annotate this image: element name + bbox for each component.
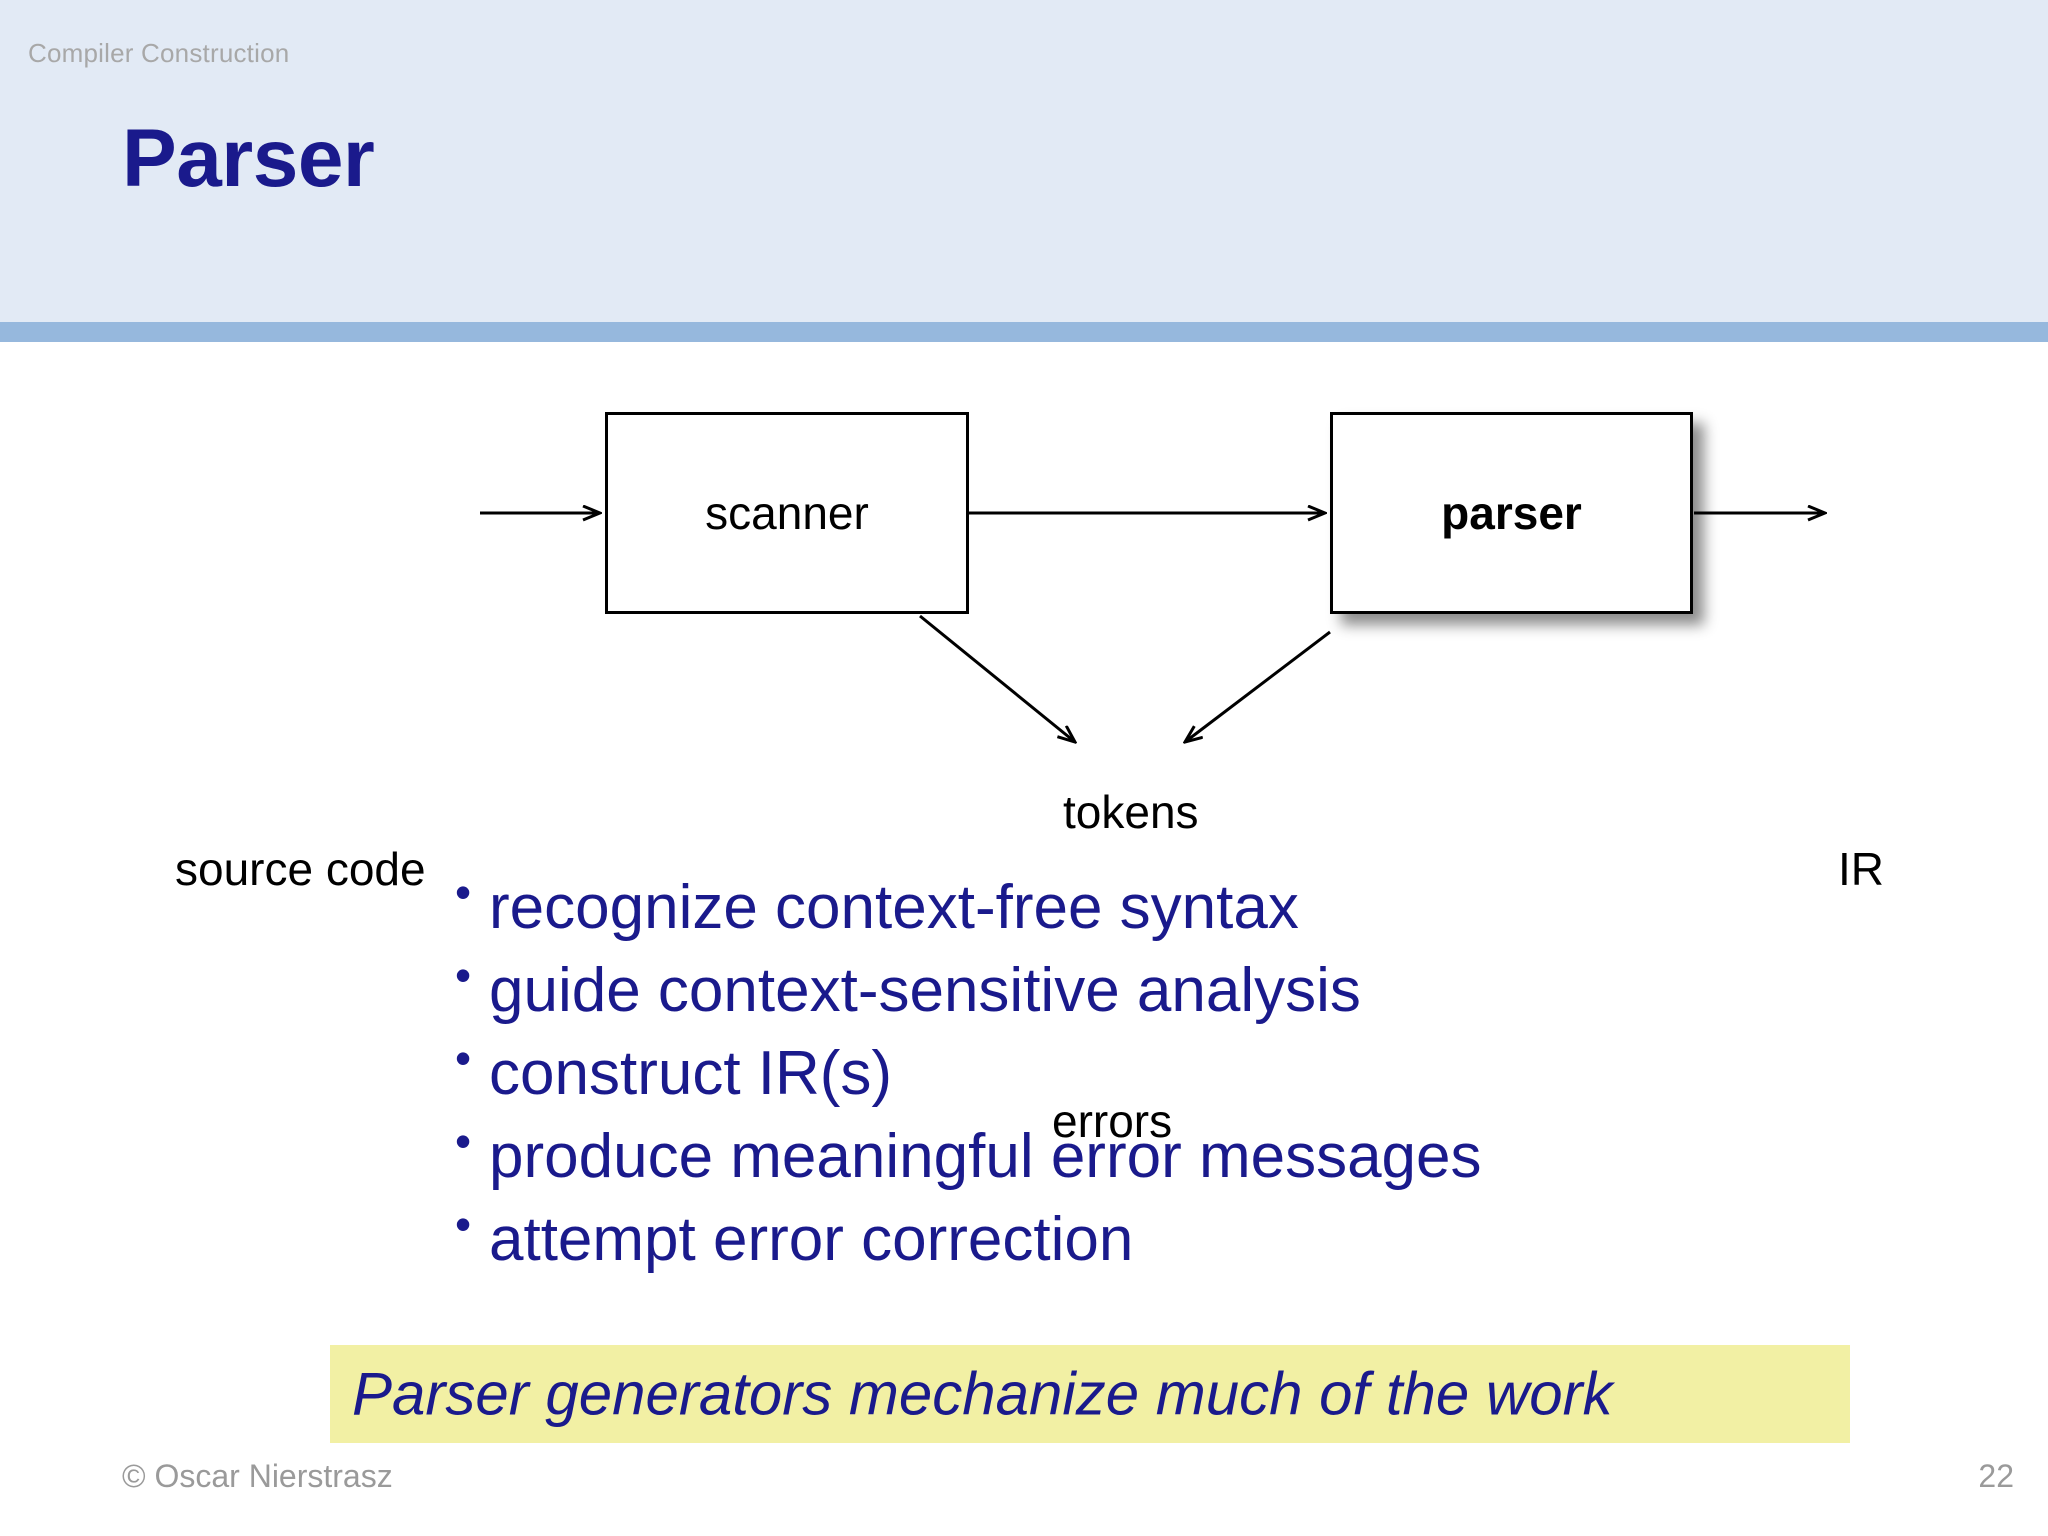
list-item: • produce meaningful error messages [455,1115,1855,1204]
header-separator-rule [0,322,2048,342]
list-item-label: recognize context-free syntax [489,873,1299,942]
bullet-list: • recognize context-free syntax • guide … [455,866,1855,1287]
footer-copyright: © Oscar Nierstrasz [122,1458,393,1494]
diagram-box-scanner: scanner [605,412,969,614]
diagram-box-parser: parser [1330,412,1693,614]
pipeline-diagram: scanner parser source code tokens IR err… [0,342,2048,1147]
page-title: Parser [122,113,375,204]
list-item: • guide context-sensitive analysis [455,949,1855,1038]
header-band [0,0,2048,322]
course-label: Compiler Construction [28,38,290,68]
list-item: • recognize context-free syntax [455,866,1855,955]
diagram-box-parser-label: parser [1441,487,1582,539]
bullet-dot-icon: • [455,949,472,1001]
highlight-banner: Parser generators mechanize much of the … [330,1345,1850,1443]
footer-page-number: 22 [1978,1458,2014,1494]
bullet-dot-icon: • [455,1198,472,1250]
list-item-label: produce meaningful error messages [489,1122,1482,1191]
list-item-label: attempt error correction [489,1205,1134,1274]
diagram-label-source-code: source code [175,843,426,895]
diagram-label-ir: IR [1838,843,1884,895]
list-item-label: guide context-sensitive analysis [489,956,1361,1025]
diagram-label-errors: errors [1052,1095,1173,1147]
list-item: • construct IR(s) [455,1032,1855,1121]
diagram-connectors [480,342,2048,862]
arrow-scanner-to-errors [919,614,1075,742]
highlight-banner-text: Parser generators mechanize much of the … [352,1360,1613,1428]
list-item-label: construct IR(s) [489,1039,893,1108]
arrow-parser-to-errors [1185,630,1331,742]
bullet-dot-icon: • [455,1032,472,1084]
diagram-label-tokens: tokens [1063,786,1199,838]
list-item: • attempt error correction [455,1198,1855,1287]
bullet-dot-icon: • [455,1115,472,1167]
bullet-dot-icon: • [455,866,472,918]
diagram-box-scanner-label: scanner [705,487,869,539]
